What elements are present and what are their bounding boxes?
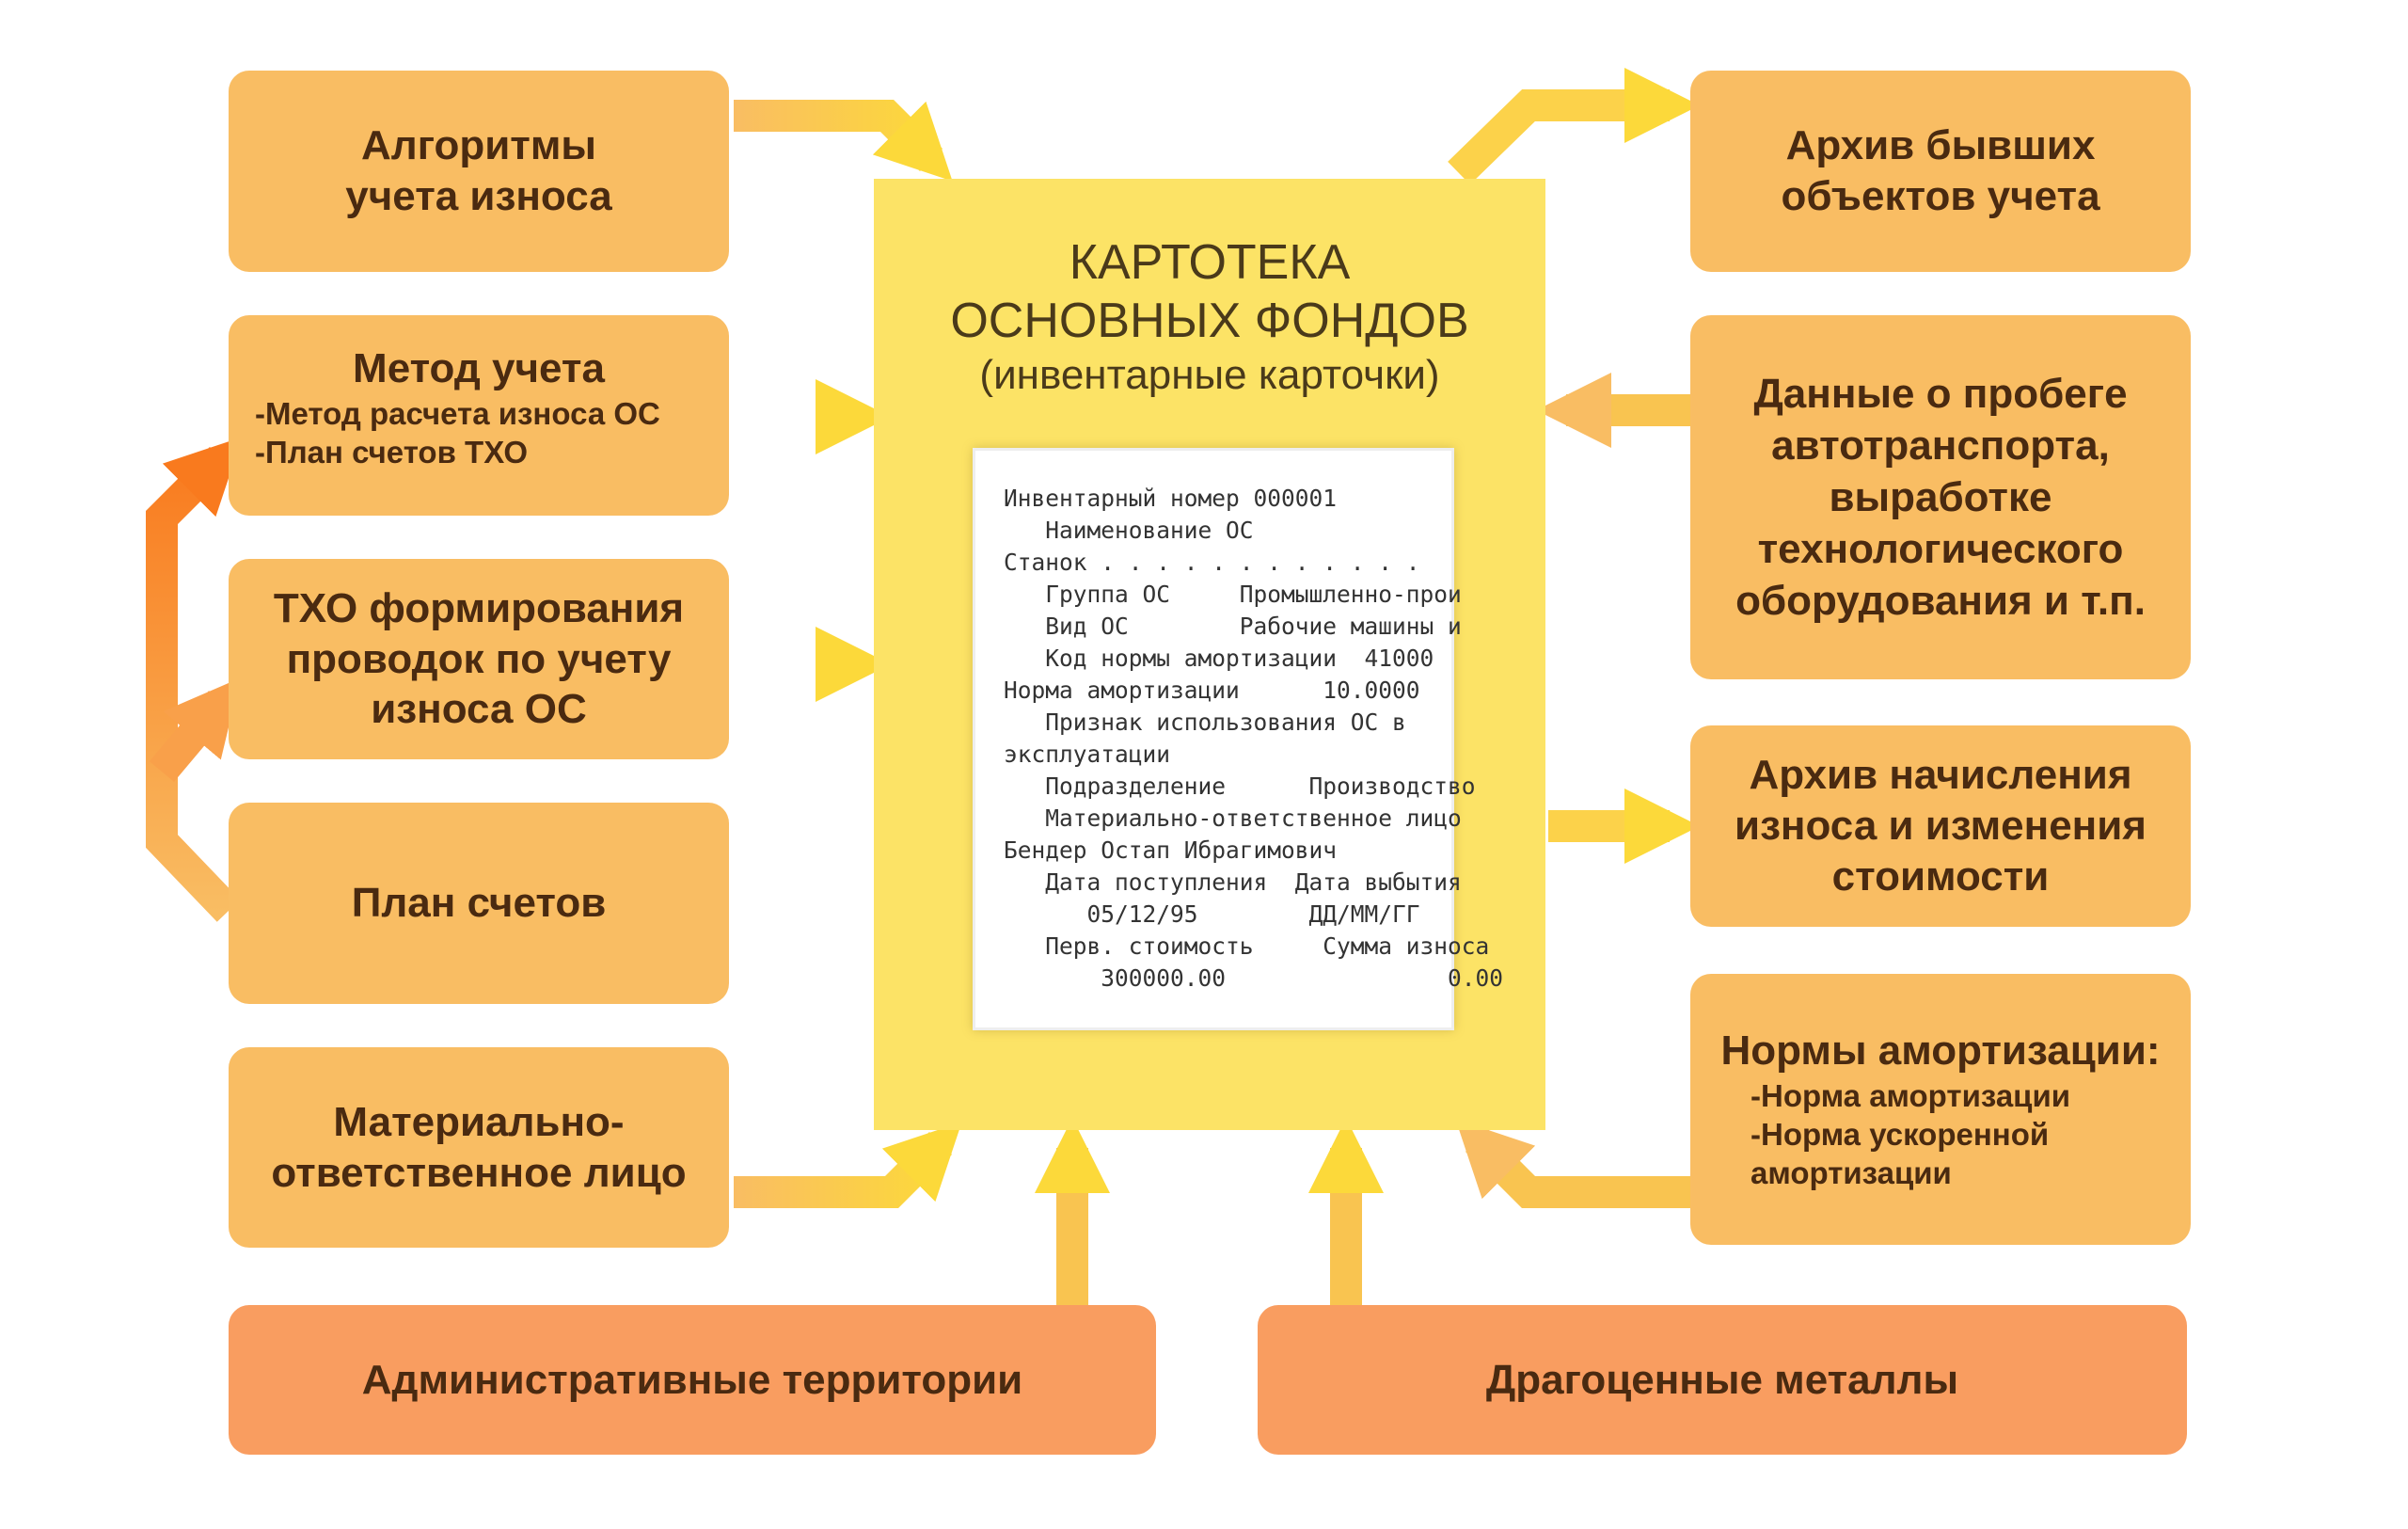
inventory-card: Инвентарный номер 000001 Наименование ОС… [973, 448, 1504, 1030]
center-title: КАРТОТЕКА ОСНОВНЫХ ФОНДОВ (инвентарные к… [874, 233, 1545, 401]
card-line: Дата поступления Дата выбытия [1004, 868, 1462, 896]
card-line: Инвентарный номер 000001 [1004, 485, 1338, 512]
box-metals-label: Драгоценные металлы [1485, 1356, 1959, 1403]
box-archive-objects: Архив бывших объектов учета [1690, 71, 2191, 272]
box-mileage-label: Данные о пробеге автотранспорта, выработ… [1735, 371, 2146, 624]
card-line: Наименование ОС [1004, 517, 1254, 544]
box-norms-sub2: -Норма ускоренной амортизации [1751, 1117, 2050, 1191]
box-territories-label: Административные территории [361, 1356, 1023, 1403]
box-responsible: Материально-ответственное лицо [229, 1047, 729, 1248]
card-line: 05/12/95 ДД/ММ/ГГ [1004, 900, 1420, 928]
arrow-responsible [734, 1122, 962, 1208]
card-line: Группа ОС Промышленно-прои [1004, 581, 1462, 608]
card-line: Признак использования ОС в [1004, 709, 1406, 736]
title-line-1: КАРТОТЕКА [1069, 235, 1351, 290]
box-txo: ТХО формирования проводок по учету износ… [229, 559, 729, 759]
title-line-2: ОСНОВНЫХ ФОНДОВ [950, 294, 1469, 349]
box-norms: Нормы амортизации: -Норма амортизации -Н… [1690, 974, 2191, 1245]
card-line: Станок . . . . . . . . . . . . [1004, 549, 1420, 576]
card-line: Бендер Остап Ибрагимович [1004, 836, 1338, 864]
box-territories: Административные территории [229, 1305, 1156, 1455]
card-line: Норма амортизации 10.0000 [1004, 677, 1420, 704]
box-chart-of-accounts-label: План счетов [351, 880, 607, 927]
box-txo-label: ТХО формирования проводок по учету износ… [273, 584, 685, 733]
card-line: Код нормы амортизации 41000 [1004, 645, 1434, 672]
title-line-3: (инвентарные карточки) [979, 351, 1440, 398]
box-norms-title: Нормы амортизации: [1720, 1027, 2161, 1075]
arrow-plan-to-txo [149, 677, 241, 782]
box-mileage: Данные о пробеге автотранспорта, выработ… [1690, 315, 2191, 679]
card-line: Перв. стоимость Сумма износа [1004, 932, 1490, 960]
box-method-title: Метод учета [353, 345, 605, 391]
box-archive-objects-label: Архив бывших объектов учета [1781, 122, 2100, 219]
asset-card-file: КАРТОТЕКА ОСНОВНЫХ ФОНДОВ (инвентарные к… [874, 179, 1545, 1130]
box-method-sub2: -План счетов ТХО [255, 434, 529, 470]
arrow-algorithms [734, 100, 953, 182]
box-norms-sub1: -Норма амортизации [1751, 1077, 2071, 1113]
arrow-archive-objects [1448, 68, 1700, 185]
box-archive-depreciation: Архив начисления износа и изменения стои… [1690, 725, 2191, 927]
box-method-sub1: -Метод расчета износа ОС [255, 395, 660, 431]
box-method: Метод учета -Метод расчета износа ОС -Пл… [229, 315, 729, 516]
card-line: Вид ОС Рабочие машины и [1004, 613, 1462, 640]
box-algorithms-label: Алгоритмы учета износа [345, 122, 612, 219]
box-chart-of-accounts: План счетов [229, 803, 729, 1004]
card-line: Материально-ответственное лицо [1004, 804, 1462, 832]
box-metals: Драгоценные металлы [1258, 1305, 2187, 1455]
box-responsible-label: Материально-ответственное лицо [271, 1098, 687, 1196]
card-line: эксплуатации [1004, 741, 1171, 768]
arrow-plan-to-method [146, 437, 243, 922]
arrow-norms [1455, 1119, 1690, 1208]
box-archive-depreciation-label: Архив начисления износа и изменения стои… [1735, 752, 2147, 900]
card-line: 300000.00 0.00 [1004, 964, 1504, 992]
card-line: Подразделение Производство [1004, 772, 1476, 800]
box-algorithms: Алгоритмы учета износа [229, 71, 729, 272]
